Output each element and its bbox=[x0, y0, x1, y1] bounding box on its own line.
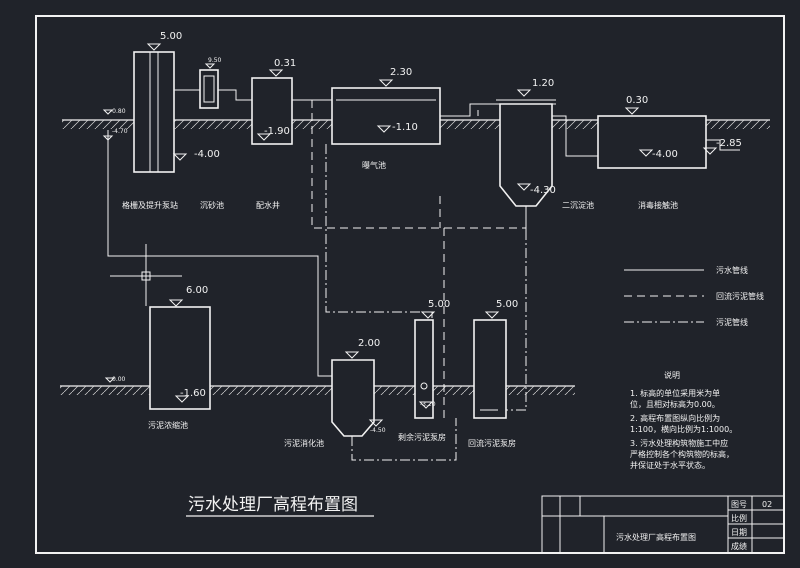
label-excess-sludge-pump: 剩余污泥泵房 bbox=[398, 432, 446, 442]
elev-aeration-low: -1.10 bbox=[392, 122, 418, 133]
elev-disinfection-outlet: -2.85 bbox=[716, 138, 742, 149]
label-distribution-well: 配水井 bbox=[256, 200, 280, 210]
drawing-frame bbox=[35, 15, 785, 554]
elev-clarifier-top: 1.20 bbox=[532, 78, 554, 89]
label-disinfection-tank: 消毒接触池 bbox=[638, 200, 678, 210]
label-grit-chamber: 沉砂池 bbox=[200, 200, 224, 210]
elev-aeration-top: 2.30 bbox=[390, 67, 412, 78]
notes-line: 3. 污水处理构筑物施工中应 bbox=[630, 438, 728, 448]
elev-clarifier-low: -4.30 bbox=[530, 185, 556, 196]
elev-thickener-top: 6.00 bbox=[186, 285, 208, 296]
elev-return-top: 5.00 bbox=[496, 299, 518, 310]
title-block-field: 图号 bbox=[731, 500, 747, 509]
drawing-title: 污水处理厂高程布置图 bbox=[188, 495, 358, 515]
sludge-thickener bbox=[149, 306, 211, 410]
distribution-well bbox=[251, 77, 293, 145]
title-block bbox=[541, 495, 785, 554]
sludge-pipes bbox=[325, 144, 527, 461]
notes-line: 2. 高程布置图纵向比例为 bbox=[630, 413, 720, 423]
return-sludge-pipes bbox=[311, 100, 527, 418]
notes-line: 1:100，横向比例为1:1000。 bbox=[630, 424, 737, 434]
label-sludge-digester: 污泥消化池 bbox=[284, 438, 324, 448]
excess-sludge-pump bbox=[414, 319, 434, 419]
title-block-name: 污水处理厂高程布置图 bbox=[616, 532, 696, 542]
legend-sewage: 污水管线 bbox=[716, 265, 748, 275]
legend-return-sludge: 回流污泥管线 bbox=[716, 291, 764, 301]
elev-screen-low: -4.00 bbox=[194, 149, 220, 160]
elev-disinfection-top: 0.30 bbox=[626, 95, 648, 106]
elev-well-low: -1.90 bbox=[264, 126, 290, 137]
legend-sludge: 污泥管线 bbox=[716, 317, 748, 327]
elev-digester-low: -4.50 bbox=[370, 427, 386, 434]
notes-line: 并保证处于水平状态。 bbox=[630, 460, 710, 470]
ground-mark-1: 0.00 bbox=[112, 376, 126, 383]
title-block-field: 成绩 bbox=[731, 541, 747, 551]
notes-heading: 说明 bbox=[664, 370, 680, 380]
crosshair-cursor-icon bbox=[110, 244, 182, 306]
elev-digester-top: 2.00 bbox=[358, 338, 380, 349]
elev-disinfection-low: -4.00 bbox=[652, 149, 678, 160]
label-screen-pump-station: 格栅及提升泵站 bbox=[122, 200, 178, 210]
elev-excess-top: 5.00 bbox=[428, 299, 450, 310]
elev-grit-top: 9.50 bbox=[208, 57, 222, 64]
elev-screen-side-b: -4.70 bbox=[112, 128, 128, 135]
sludge-digester bbox=[331, 359, 375, 437]
notes: 说明 1. 标高的单位采用米为单 位，且相对标高为0.00。 2. 高程布置图纵… bbox=[630, 370, 737, 470]
elev-screen-side-a: -0.80 bbox=[110, 108, 126, 115]
title-block-value: 02 bbox=[762, 500, 772, 509]
legend: 污水管线 回流污泥管线 污泥管线 bbox=[624, 265, 764, 327]
notes-line: 严格控制各个构筑物的标高， bbox=[630, 449, 734, 459]
elev-well-top: 0.31 bbox=[274, 58, 296, 69]
label-return-sludge-pump: 回流污泥泵房 bbox=[468, 438, 516, 448]
title-block-field: 日期 bbox=[731, 528, 747, 537]
label-aeration-tank: 曝气池 bbox=[362, 160, 386, 170]
return-sludge-pump bbox=[473, 319, 507, 419]
elev-excess-low: -3.20 bbox=[420, 401, 436, 408]
label-secondary-clarifier: 二沉淀池 bbox=[562, 200, 594, 210]
screen-pump-station bbox=[133, 51, 175, 173]
notes-line: 1. 标高的单位采用米为单 bbox=[630, 388, 720, 398]
label-sludge-thickener: 污泥浓缩池 bbox=[148, 420, 188, 430]
elev-screen-top: 5.00 bbox=[160, 31, 182, 42]
elev-thickener-low: -1.60 bbox=[180, 388, 206, 399]
notes-line: 位，且相对标高为0.00。 bbox=[630, 399, 720, 409]
title-block-field: 比例 bbox=[731, 513, 747, 523]
disinfection-tank bbox=[597, 115, 707, 169]
aeration-tank bbox=[331, 87, 441, 145]
